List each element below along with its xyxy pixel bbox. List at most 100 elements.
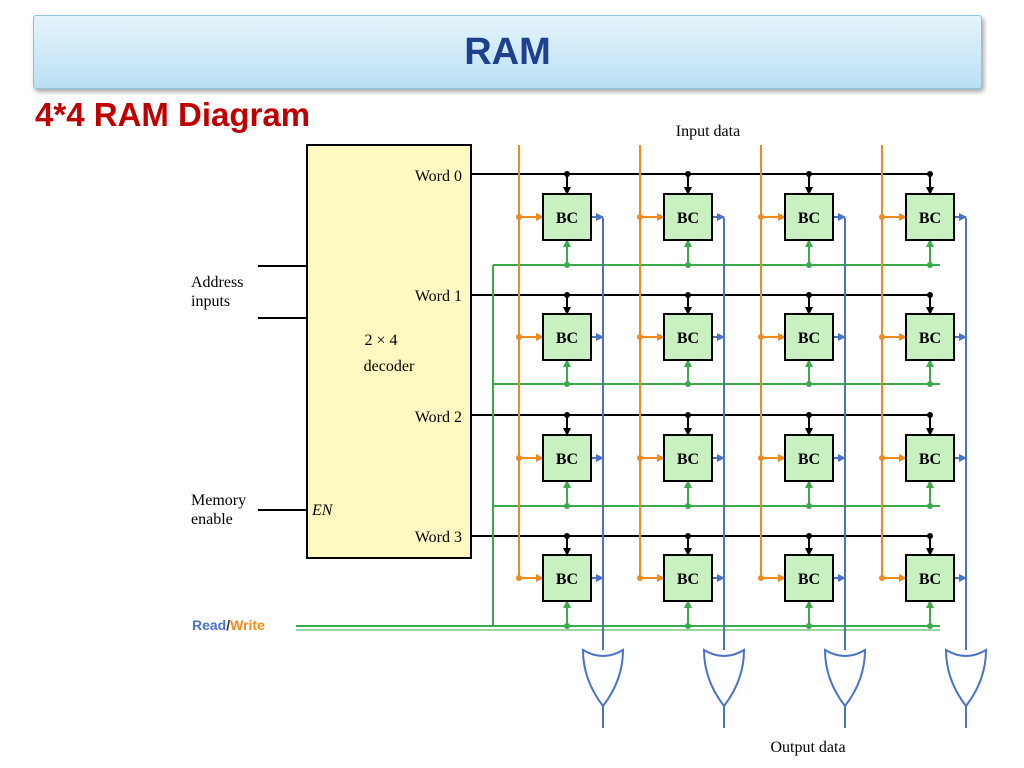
write-label: Write	[230, 617, 265, 633]
read-write-slash: /	[226, 617, 231, 633]
slide-title: RAM	[464, 30, 551, 73]
word-junction	[564, 533, 570, 539]
binary-cell	[542, 313, 592, 361]
input-junction	[758, 455, 764, 461]
read-write-junction	[564, 381, 570, 387]
read-write-junction	[806, 381, 812, 387]
cell-grid: BC BC BC BC BC BC BC BC BC BC BC BC BC BC BC BC	[296, 145, 988, 728]
word-junction	[564, 171, 570, 177]
binary-cell	[905, 313, 955, 361]
read-write-junction	[806, 623, 812, 629]
input-junction	[637, 214, 643, 220]
binary-cell-label: BC	[556, 330, 578, 347]
input-junction	[516, 214, 522, 220]
input-junction	[516, 575, 522, 581]
read-write-junction	[927, 623, 933, 629]
binary-cell-label: BC	[556, 451, 578, 468]
word-label-2: Word 2	[415, 409, 462, 426]
word-junction	[564, 412, 570, 418]
binary-cell	[663, 313, 713, 361]
input-junction	[879, 334, 885, 340]
word-junction	[806, 533, 812, 539]
memory-enable-label-line2: enable	[191, 511, 233, 528]
binary-cell-label: BC	[677, 571, 699, 588]
binary-cell-label: BC	[677, 451, 699, 468]
binary-cell	[784, 434, 834, 482]
word-junction	[685, 292, 691, 298]
binary-cell	[784, 193, 834, 241]
title-bar: RAM	[33, 15, 982, 89]
binary-cell-label: BC	[919, 210, 941, 227]
word-junction	[564, 292, 570, 298]
binary-cell	[905, 554, 955, 602]
binary-cell-label: BC	[919, 330, 941, 347]
or-gate-3	[944, 648, 988, 708]
or-gate-0	[581, 648, 625, 708]
input-junction	[879, 455, 885, 461]
word-junction	[685, 533, 691, 539]
input-junction	[516, 455, 522, 461]
read-write-junction	[685, 262, 691, 268]
word-junction	[927, 171, 933, 177]
word-junction	[685, 412, 691, 418]
read-write-junction	[927, 503, 933, 509]
binary-cell	[542, 434, 592, 482]
input-junction	[637, 334, 643, 340]
read-write-junction	[564, 262, 570, 268]
decoder-block	[306, 144, 472, 559]
binary-cell-label: BC	[677, 210, 699, 227]
binary-cell-label: BC	[919, 451, 941, 468]
read-write-junction	[927, 381, 933, 387]
input-junction	[758, 575, 764, 581]
binary-cell	[663, 434, 713, 482]
word-junction	[927, 412, 933, 418]
binary-cell	[784, 554, 834, 602]
binary-cell-label: BC	[919, 571, 941, 588]
binary-cell	[784, 313, 834, 361]
input-junction	[758, 214, 764, 220]
word-label-1: Word 1	[415, 288, 462, 305]
binary-cell	[905, 193, 955, 241]
word-junction	[806, 412, 812, 418]
word-junction	[806, 292, 812, 298]
binary-cell-label: BC	[798, 210, 820, 227]
input-junction	[637, 575, 643, 581]
binary-cell	[542, 193, 592, 241]
binary-cell-label: BC	[556, 210, 578, 227]
read-label: Read	[192, 617, 227, 633]
binary-cell-label: BC	[798, 451, 820, 468]
input-junction	[758, 334, 764, 340]
binary-cell-label: BC	[556, 571, 578, 588]
read-write-junction	[685, 381, 691, 387]
memory-enable-label-line1: Memory	[191, 492, 246, 509]
read-write-junction	[685, 503, 691, 509]
word-label-3: Word 3	[415, 529, 462, 546]
binary-cell	[542, 554, 592, 602]
read-write-junction	[806, 262, 812, 268]
or-gate-1	[702, 648, 746, 708]
binary-cell-label: BC	[798, 330, 820, 347]
read-write-junction	[564, 623, 570, 629]
binary-cell	[905, 434, 955, 482]
binary-cell-label: BC	[677, 330, 699, 347]
address-label-line1: Address	[191, 274, 243, 291]
read-write-junction	[685, 623, 691, 629]
read-write-label: Read/Write	[192, 617, 265, 633]
binary-cell-label: BC	[798, 571, 820, 588]
word-junction	[685, 171, 691, 177]
read-write-junction	[806, 503, 812, 509]
word-junction	[927, 292, 933, 298]
decoder-label-line1: 2 × 4	[364, 332, 397, 349]
or-gate-2	[823, 648, 867, 708]
input-junction	[637, 455, 643, 461]
address-label-line2: inputs	[191, 293, 230, 310]
input-junction	[879, 214, 885, 220]
read-write-junction	[564, 503, 570, 509]
enable-label: EN	[311, 502, 334, 519]
output-data-label: Output data	[770, 739, 845, 756]
input-junction	[879, 575, 885, 581]
word-junction	[806, 171, 812, 177]
input-data-label: Input data	[676, 123, 740, 140]
binary-cell	[663, 193, 713, 241]
